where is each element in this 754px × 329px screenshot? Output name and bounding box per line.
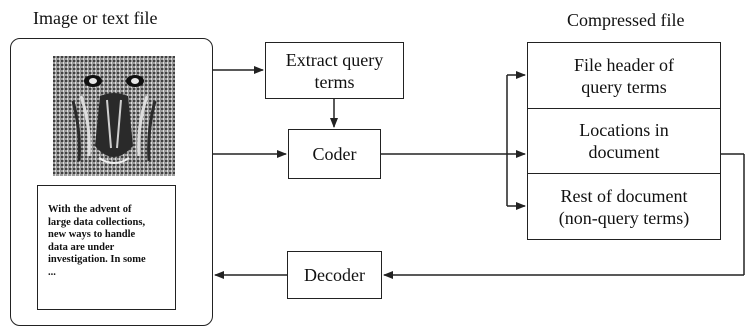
file-header-section: File header of query terms xyxy=(527,42,721,109)
text-document: With the advent of large data collection… xyxy=(37,185,176,310)
coder-box: Coder xyxy=(288,129,381,179)
baboon-image xyxy=(53,56,175,176)
compressed-file-label: Compressed file xyxy=(567,10,685,30)
document-text: With the advent of large data collection… xyxy=(48,204,146,278)
rest-of-document-section: Rest of document (non-query terms) xyxy=(527,173,721,240)
extract-query-terms-box: Extract query terms xyxy=(265,42,404,99)
locations-section: Locations in document xyxy=(527,108,721,174)
decoder-box: Decoder xyxy=(287,251,382,299)
input-file-container xyxy=(10,38,213,326)
input-file-label: Image or text file xyxy=(33,8,158,28)
